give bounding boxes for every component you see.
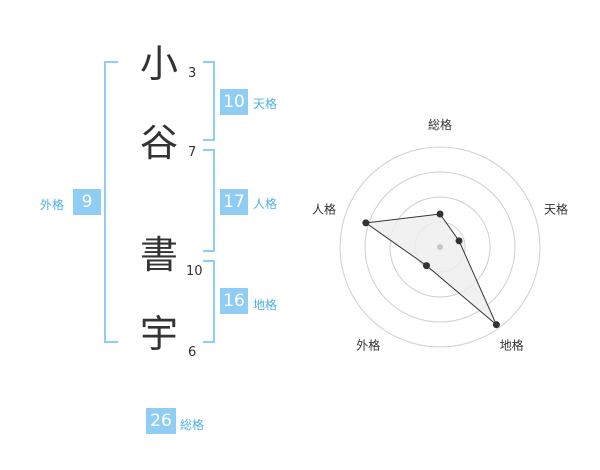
tenkaku-label: 天格: [253, 97, 278, 111]
radar-axis-label-2: 天格: [544, 201, 568, 216]
name-char-3: 書: [139, 233, 178, 277]
radar-ring-2: [389, 196, 491, 298]
radar-ring-4: [339, 146, 541, 348]
name-char-2: 谷: [139, 121, 178, 165]
tenkaku-value: 10: [220, 89, 248, 115]
radar-series-polygon: [364, 213, 497, 326]
name-char-1: 小: [139, 42, 178, 86]
radar-point-4: [422, 262, 430, 270]
stroke-count-3: 10: [186, 264, 203, 279]
radar-axis-label-1: 総格: [428, 117, 452, 132]
chikaku-label: 地格: [253, 298, 278, 312]
tenkaku-bracket: [203, 61, 215, 141]
radar-center-dot: [437, 244, 443, 250]
stroke-count-1: 3: [188, 66, 197, 81]
radar-points: [362, 210, 500, 329]
stroke-count-4: 6: [188, 345, 197, 360]
soukaku-label: 総格: [180, 418, 205, 432]
soukaku-value: 26: [146, 408, 176, 434]
radar-point-1: [436, 210, 444, 218]
jinkaku-label: 人格: [253, 197, 278, 211]
radar-point-3: [492, 321, 500, 329]
radar-ring-3: [364, 171, 516, 323]
radar-point-2: [455, 237, 463, 245]
jinkaku-value: 17: [220, 189, 248, 215]
jinkaku-bracket: [203, 149, 215, 252]
radar-point-5: [362, 219, 370, 227]
stroke-count-2: 7: [188, 145, 197, 160]
gaikaku-value: 9: [73, 189, 101, 215]
radar-axis-label-3: 地格: [500, 338, 524, 353]
gaikaku-bracket: [104, 61, 118, 343]
chikaku-value: 16: [220, 288, 248, 314]
gaikaku-label: 外格: [40, 198, 65, 212]
radar-axis-label-4: 外格: [356, 338, 380, 353]
chikaku-bracket: [203, 260, 215, 343]
name-char-4: 宇: [139, 312, 178, 356]
radar-axis-label-5: 人格: [312, 201, 336, 216]
